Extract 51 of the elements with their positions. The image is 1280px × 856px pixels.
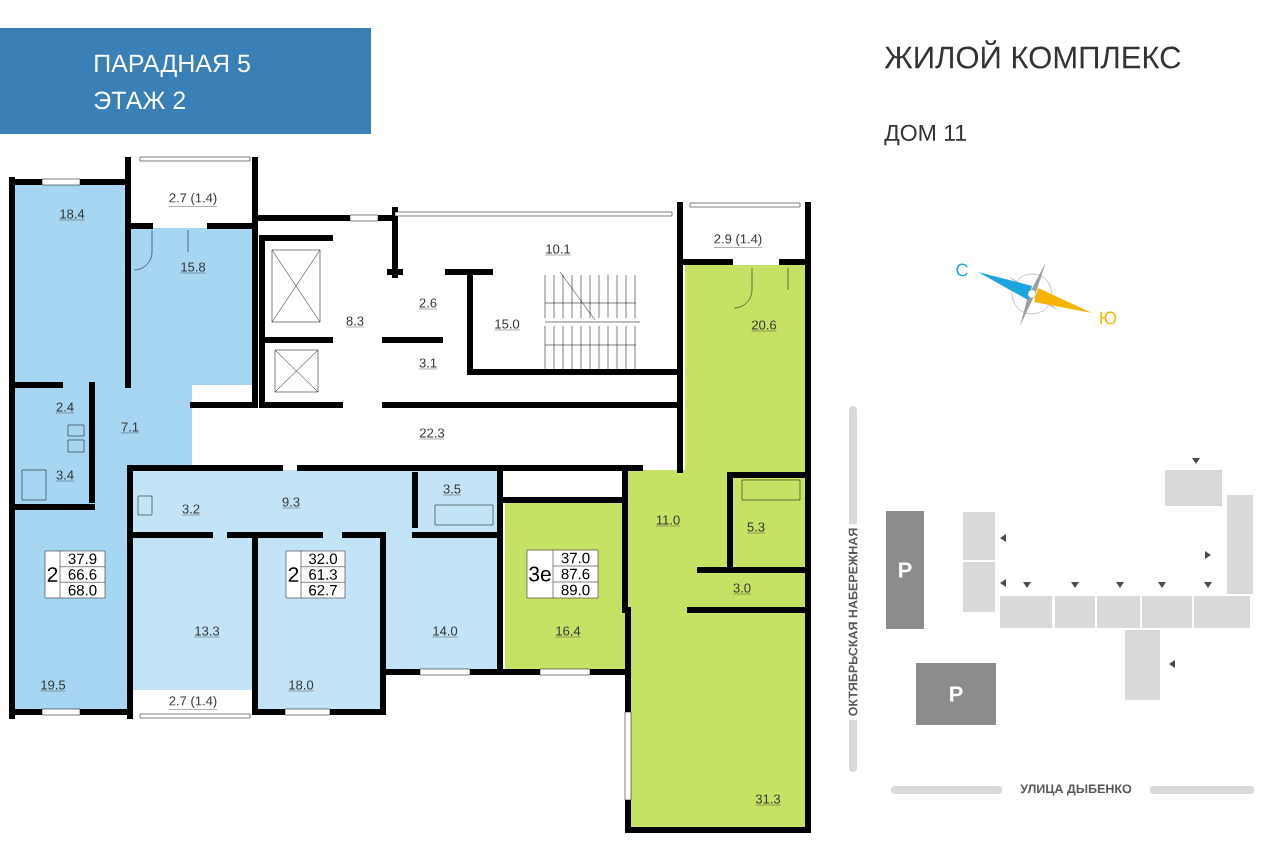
room-area: 2.7 (1.4) [168, 192, 218, 207]
street-name: ОКТЯБРЬСКАЯ НАБЕРЕЖНАЯ [845, 524, 861, 720]
room-area: 2.9 (1.4) [713, 233, 763, 248]
room-area: 15.8 [180, 262, 206, 274]
label: 2 [288, 567, 299, 582]
room-area: 3.1 [418, 358, 438, 370]
room-area: 3.0 [732, 583, 752, 595]
room-area: 2.6 [418, 298, 438, 310]
room-area: 7.1 [120, 422, 140, 434]
label: 66.6 [68, 569, 97, 580]
room-area: 2.7 (1.4) [168, 695, 218, 710]
label: 61.3 [309, 569, 337, 580]
room-area: 20.6 [751, 320, 777, 332]
room-area: 3.2 [181, 504, 201, 516]
room-area: 2.4 [55, 402, 75, 414]
room-area: 19.5 [40, 680, 66, 692]
label: 3е [529, 566, 551, 582]
street-name: УЛИЦА ДЫБЕНКО [1016, 781, 1136, 799]
label: 87.6 [561, 568, 590, 580]
title-box: ПАРАДНАЯ 5 ЭТАЖ 2 [0, 28, 371, 134]
room-area: 8.3 [345, 316, 365, 328]
room-area: 14.0 [432, 626, 458, 638]
room-area: 11.0 [655, 515, 681, 527]
label: 68.0 [68, 584, 97, 596]
room-area: 18.4 [59, 209, 85, 221]
label: 32.0 [308, 553, 338, 565]
room-area: 9.3 [281, 497, 301, 509]
room-area: 18.0 [288, 680, 314, 692]
title: ЖИЛОЙ КОМПЛЕКС [884, 40, 1181, 69]
room-area: 15.0 [494, 319, 520, 331]
room-area: 31.3 [755, 794, 781, 806]
area-table: 3е 37.0 87.6 89.0 [526, 549, 599, 599]
room-area: 3.5 [442, 484, 462, 496]
room-area: 10.1 [545, 244, 571, 256]
compass-letter: Ю [1100, 311, 1117, 325]
label: 37.9 [68, 553, 97, 565]
label: 37.0 [561, 552, 590, 564]
room-area: 5.3 [746, 522, 766, 534]
room-area: 16.4 [555, 626, 581, 638]
compass-letter: С [956, 263, 968, 277]
label: 62.7 [309, 584, 337, 596]
label: 89.0 [561, 584, 590, 596]
room-area: 3.4 [55, 470, 75, 482]
room-area: 13.3 [194, 626, 220, 638]
parking-lot: P [916, 663, 996, 725]
area-table: 2 37.9 66.6 68.0 [44, 550, 106, 599]
parking-lot: P [886, 511, 924, 629]
label: 2 [47, 567, 58, 582]
room-area: 22.3 [419, 428, 445, 440]
building-number: ДОМ 11 [884, 124, 966, 146]
area-table: 2 32.0 61.3 62.7 [285, 550, 346, 599]
